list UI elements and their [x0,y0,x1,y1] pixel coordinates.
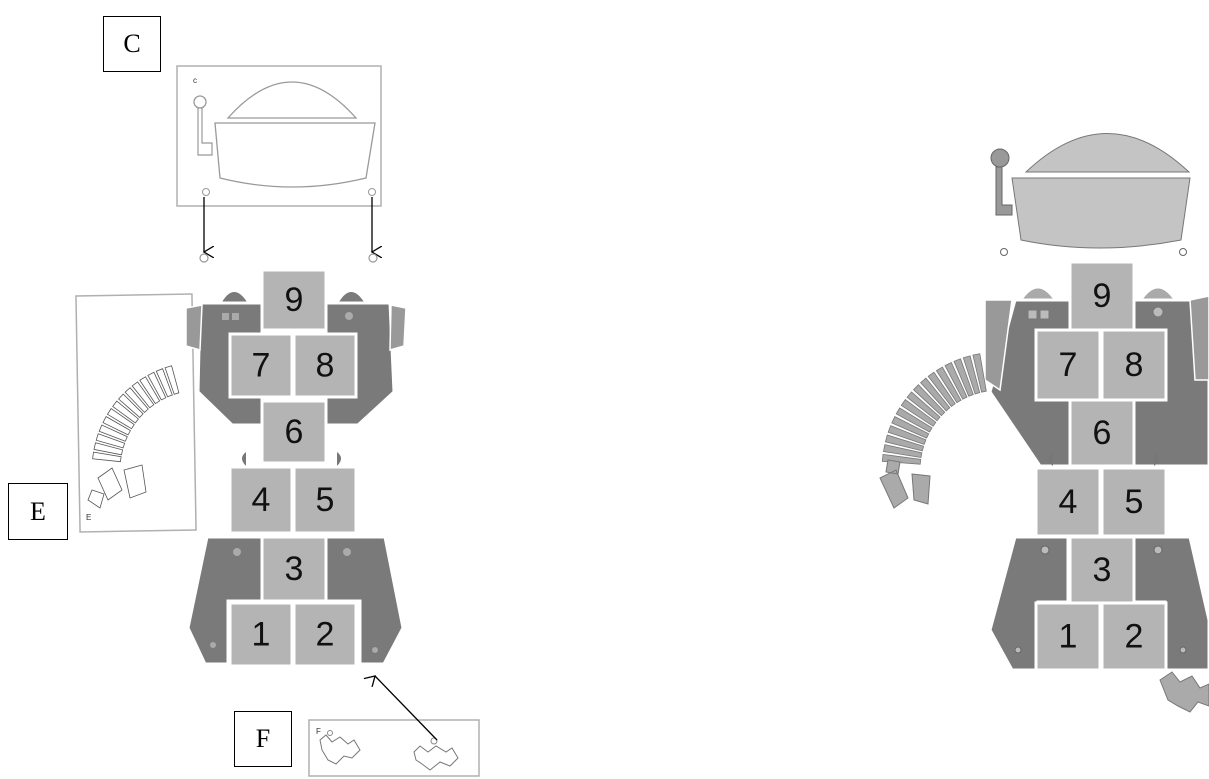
tile-1: 1 [1036,603,1100,670]
tile-number: 4 [1059,483,1078,521]
tile-3: 3 [1070,537,1134,603]
piece-e-sheet: E [76,294,196,532]
tile-9: 9 [262,270,326,330]
left-body: 97 864 531 2 [186,270,406,666]
tile-number: 2 [316,616,335,654]
tile-2: 2 [294,603,356,666]
piece-c-letter: c [193,76,197,85]
tile-4: 4 [1036,468,1100,536]
tile-number: 7 [252,347,271,385]
tile-number: 8 [1125,346,1144,384]
hole-right [369,254,377,262]
piece-e-letter: E [86,513,91,522]
tile-number: 7 [1059,346,1078,384]
tile-number: 4 [252,481,271,519]
label-e: E [8,483,68,540]
label-f: F [234,711,292,767]
tile-number: 6 [1093,414,1112,452]
piece-f-sheet: F [309,720,479,776]
piece-f-letter: F [316,727,321,736]
helmet-dome [1026,134,1189,173]
tile-6: 6 [262,401,326,463]
tile-number: 2 [1125,618,1144,656]
tile-number: 5 [1125,483,1144,521]
tile-3: 3 [262,537,326,601]
tile-number: 3 [1093,551,1112,589]
tile-7: 7 [1036,330,1100,400]
tile-1: 1 [230,603,292,666]
tile-7: 7 [230,334,292,397]
shoulder-dome-left [222,292,247,302]
hole-left [200,254,208,262]
tile-number: 1 [1059,618,1078,656]
left-assembly: c E [76,66,479,776]
tile-5: 5 [294,467,356,533]
tile-number: 8 [316,347,335,385]
piece-c-sheet: c [177,66,381,206]
tile-number: 6 [285,413,304,451]
visor [1012,178,1190,248]
tile-8: 8 [1102,330,1166,400]
tile-number: 9 [285,281,304,319]
tile-9: 9 [1070,262,1134,330]
tile-5: 5 [1102,468,1166,536]
tile-8: 8 [294,334,356,397]
tile-number: 9 [1093,277,1112,315]
tile-number: 1 [252,616,271,654]
shoulder-dome-right [339,292,364,302]
tile-4: 4 [230,467,292,533]
tile-number: 3 [285,550,304,588]
label-c: C [103,16,161,72]
right-assembled: 97 864 531 2 [880,134,1209,713]
tile-6: 6 [1070,400,1134,466]
tile-number: 5 [316,481,335,519]
tile-2: 2 [1102,603,1166,670]
